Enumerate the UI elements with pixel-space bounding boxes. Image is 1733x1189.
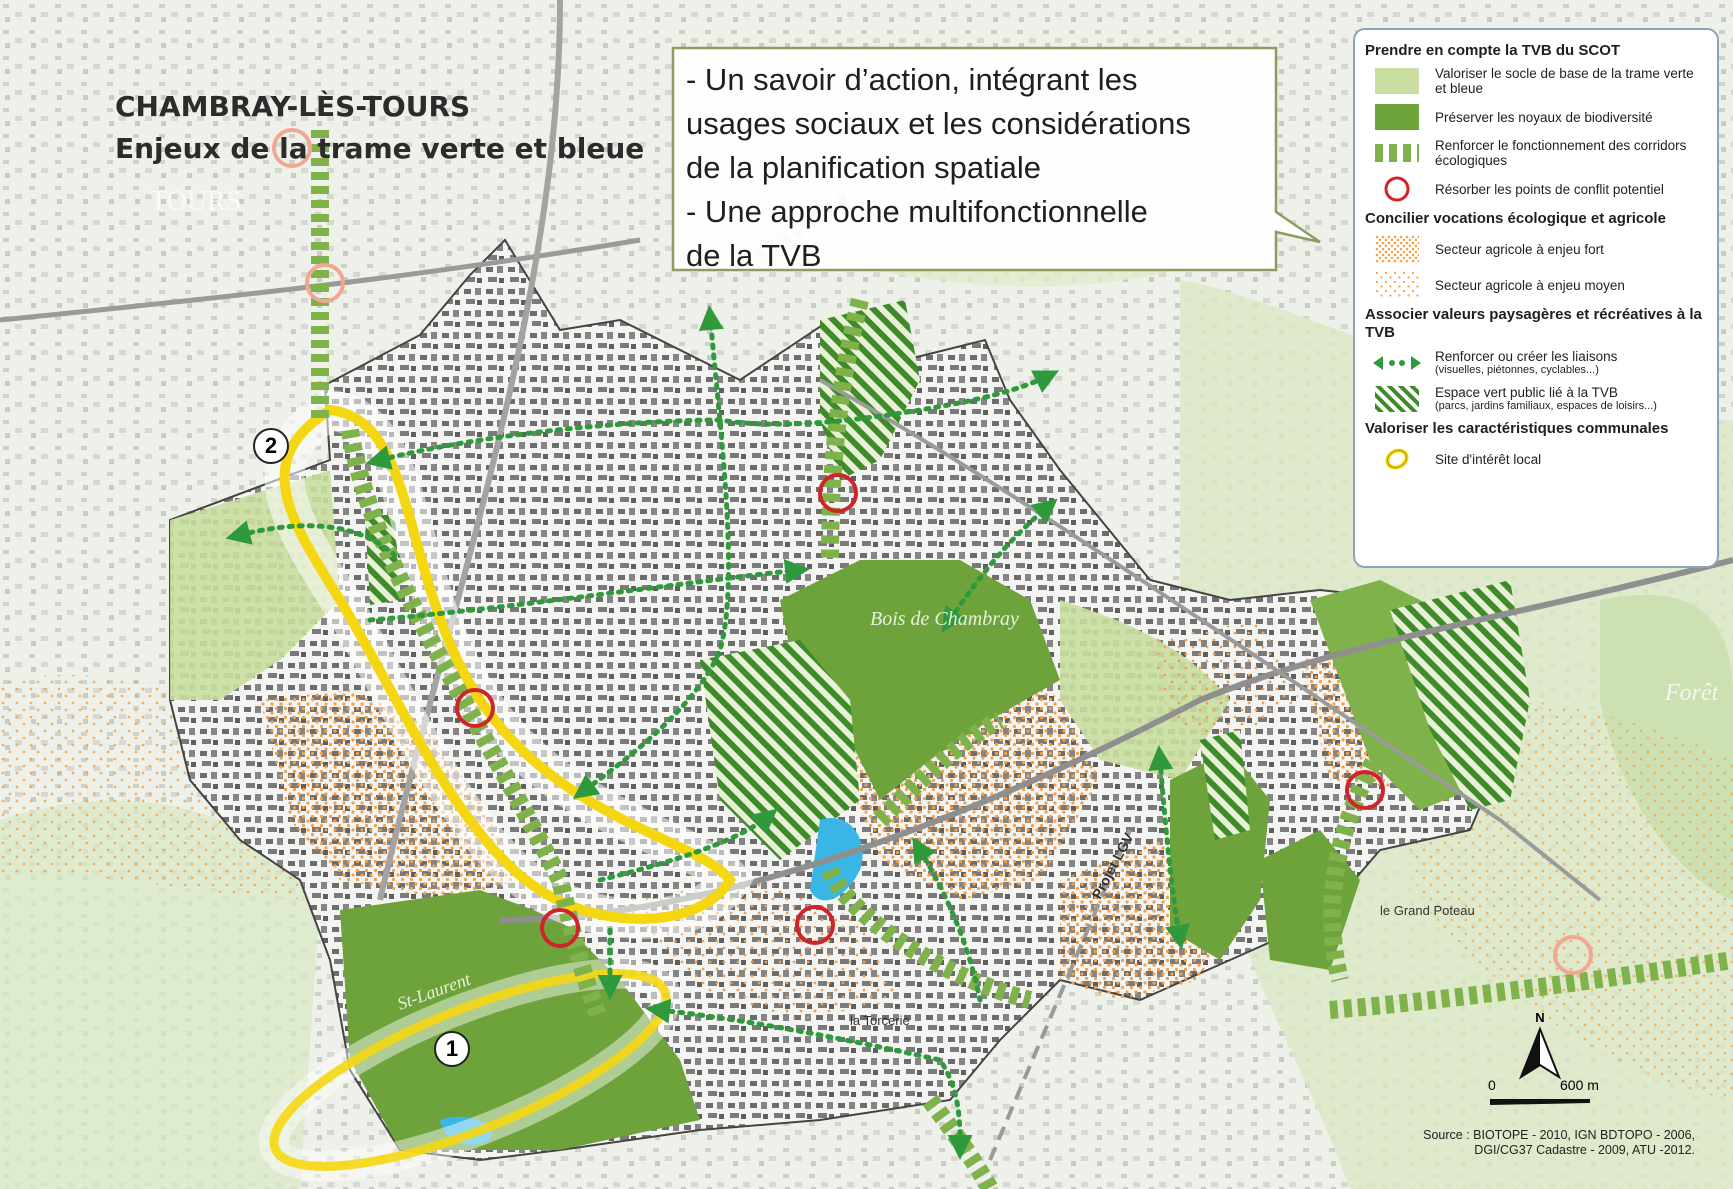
scale-bar: 0 600 m xyxy=(1480,1077,1600,1113)
legend-heading: Associer valeurs paysagères et récréativ… xyxy=(1365,306,1702,341)
conflict-point-4 xyxy=(795,905,835,945)
legend-item-label: Renforcer ou créer les liaisons(visuelle… xyxy=(1435,349,1617,377)
agri-fort-west xyxy=(260,690,520,900)
scale-distance: 600 m xyxy=(1560,1077,1599,1093)
light-green-swatch-icon xyxy=(1373,67,1421,95)
label-torcerie: la Torcerie xyxy=(850,1013,910,1028)
conflict-point-north-1 xyxy=(272,128,312,168)
liaison-torcerie xyxy=(645,998,973,1160)
espace-vert-4 xyxy=(1200,730,1250,840)
espace-vert-5 xyxy=(1390,580,1530,810)
label-grand-poteau: le Grand Poteau xyxy=(1380,903,1475,918)
corridor-south xyxy=(821,866,1033,1009)
conflict-point-2 xyxy=(455,688,495,728)
corridor-east xyxy=(1323,745,1388,983)
red-circle-icon xyxy=(1373,175,1421,203)
legend-item-sub: (visuelles, piétonnes, cyclables...) xyxy=(1435,364,1599,376)
legend-item-label: Résorber les points de conflit potentiel xyxy=(1435,181,1664,197)
legend-item-label: Valoriser le socle de base de la trame v… xyxy=(1435,66,1694,96)
conflict-point-1 xyxy=(818,473,858,513)
map-legend: Prendre en compte la TVB du SCOT Valoris… xyxy=(1353,28,1719,568)
source-line: Source : BIOTOPE - 2010, IGN BDTOPO - 20… xyxy=(1423,1128,1695,1142)
legend-item: Valoriser le socle de base de la trame v… xyxy=(1373,66,1707,96)
north-label: N xyxy=(1535,1010,1545,1025)
liaison-lake xyxy=(912,837,983,1003)
legend-item: Renforcer ou créer les liaisons(visuelle… xyxy=(1373,348,1707,378)
legend-item-label: Préserver les noyaux de biodiversité xyxy=(1435,109,1653,125)
callout-line: - Une approche multifonctionnelle xyxy=(686,194,1148,229)
site-1-marker[interactable]: 1 xyxy=(434,1031,470,1067)
legend-item-text: Espace vert public lié à la TVB xyxy=(1435,385,1618,400)
map-title-line1: CHAMBRAY-LÈS-TOURS xyxy=(115,90,471,123)
orange-dots-dense-icon xyxy=(1373,235,1421,263)
orange-dots-sparse-icon xyxy=(1373,271,1421,299)
socle-center xyxy=(1060,600,1230,780)
scale-zero: 0 xyxy=(1488,1077,1496,1093)
callout-line: de la planification spatiale xyxy=(686,150,1042,185)
green-hatch-icon xyxy=(1373,385,1421,413)
conflict-point-north-2 xyxy=(305,263,345,303)
legend-item: Renforcer le fonctionnement des corridor… xyxy=(1373,138,1707,168)
legend-item: Secteur agricole à enjeu moyen xyxy=(1373,270,1707,300)
source-credit: Source : BIOTOPE - 2010, IGN BDTOPO - 20… xyxy=(1340,1128,1695,1158)
espace-vert-1 xyxy=(700,640,860,860)
conflict-point-east xyxy=(1553,935,1593,975)
corridor-dashes-icon xyxy=(1373,139,1421,167)
corridor-west xyxy=(341,428,609,1024)
conflict-point-3 xyxy=(540,908,580,948)
site-2-ring xyxy=(279,404,737,924)
callout-text: - Un savoir d’action, intégrant les usag… xyxy=(686,58,1266,278)
label-tours: TOURS xyxy=(150,186,241,217)
legend-heading: Concilier vocations écologique et agrico… xyxy=(1365,210,1666,227)
corridor-center xyxy=(873,711,1005,827)
core-south-east xyxy=(1260,830,1360,970)
legend-heading: Prendre en compte la TVB du SCOT xyxy=(1365,42,1621,59)
legend-item-text: Renforcer ou créer les liaisons xyxy=(1435,349,1618,364)
site-2-marker[interactable]: 2 xyxy=(253,428,289,464)
conflict-points-pale xyxy=(272,128,1593,975)
legend-item-sub: (parcs, jardins familiaux, espaces de lo… xyxy=(1435,400,1657,412)
legend-item-label: Secteur agricole à enjeu fort xyxy=(1435,241,1604,257)
site-1-ring xyxy=(269,969,671,1171)
map-title: CHAMBRAY-LÈS-TOURS Enjeux de la trame ve… xyxy=(115,86,644,170)
liaison-north-south xyxy=(572,305,732,799)
legend-item-label: Espace vert public lié à la TVB(parcs, j… xyxy=(1435,385,1657,413)
liaison-south xyxy=(597,808,778,883)
core-st-laurent xyxy=(340,890,700,1150)
surrounding-green-west xyxy=(0,800,320,1189)
label-foret: Forêt xyxy=(1664,680,1720,706)
corridor-north xyxy=(821,297,869,561)
dark-green-swatch-icon xyxy=(1373,103,1421,131)
legend-item: Résorber les points de conflit potentiel xyxy=(1373,174,1707,204)
liaison-lgv xyxy=(1148,745,1190,950)
corridor-south-east xyxy=(1329,951,1733,1019)
liaison-north xyxy=(365,370,1059,470)
label-bois-chambray: Bois de Chambray xyxy=(870,608,1019,630)
legend-item: Secteur agricole à enjeu fort xyxy=(1373,234,1707,264)
liaison-west xyxy=(225,520,403,563)
legend-heading: Valoriser les caractéristiques communale… xyxy=(1365,420,1669,437)
conflict-point-5 xyxy=(1345,770,1385,810)
double-arrow-icon xyxy=(1373,349,1421,377)
source-line: DGI/CG37 Cadastre - 2009, ATU -2012. xyxy=(1474,1143,1695,1157)
conflict-points xyxy=(455,473,1385,948)
agri-moyen-center xyxy=(1150,620,1300,740)
callout-line: usages sociaux et les considérations xyxy=(686,106,1191,141)
road-north xyxy=(0,237,641,323)
projet-lgv-line xyxy=(988,829,1132,1161)
liaisons xyxy=(225,305,1190,1160)
legend-item: Préserver les noyaux de biodiversité xyxy=(1373,102,1707,132)
liaison-chambray xyxy=(941,498,1058,633)
callout-line: de la TVB xyxy=(686,238,822,273)
yellow-ring-icon xyxy=(1373,445,1421,473)
map-title-line2: Enjeux de la trame verte et bleue xyxy=(115,132,645,165)
north-arrow-icon: N xyxy=(1515,1010,1565,1082)
legend-item: Site d'intérêt local xyxy=(1373,444,1707,474)
legend-item-label: Renforcer le fonctionnement des corridor… xyxy=(1435,138,1687,168)
legend-item-label: Secteur agricole à enjeu moyen xyxy=(1435,277,1625,293)
legend-item-label: Site d'intérêt local xyxy=(1435,451,1542,467)
legend-item: Espace vert public lié à la TVB(parcs, j… xyxy=(1373,384,1707,414)
callout-line: - Un savoir d’action, intégrant les xyxy=(686,62,1138,97)
